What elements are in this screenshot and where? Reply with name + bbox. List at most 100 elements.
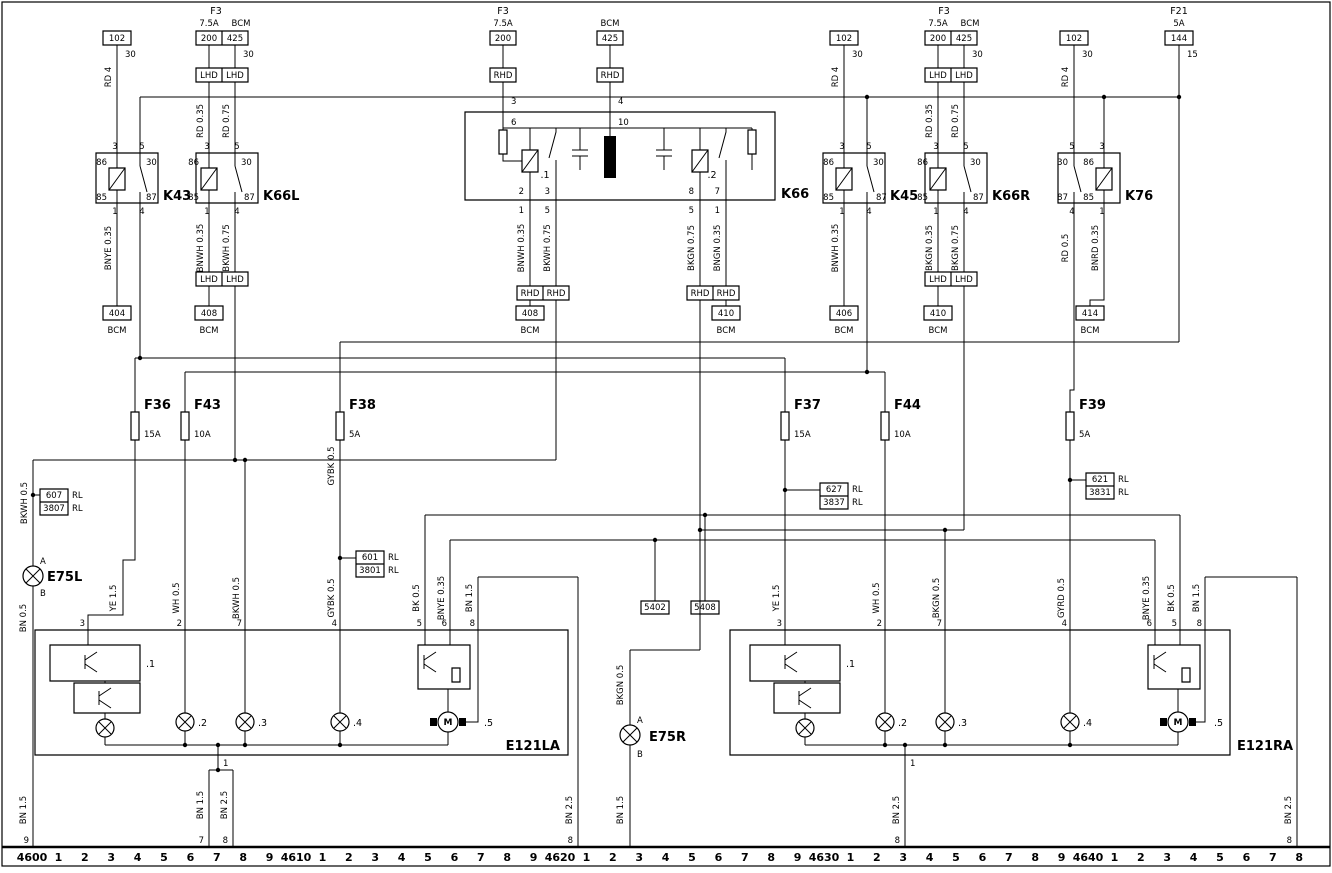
lhd-tag: LHD (929, 71, 947, 81)
rail-number: 7 (213, 851, 221, 864)
terminal-30: 30 (243, 50, 254, 60)
rail-number: 2 (873, 851, 881, 864)
rail-number: 5 (1216, 851, 1224, 864)
lhd-tag: LHD (955, 275, 973, 285)
fuse-header-bcm: BCM (232, 19, 251, 29)
pin: 87 (1057, 193, 1068, 203)
pin: 85 (96, 193, 107, 203)
terminal-30: 30 (852, 50, 863, 60)
lhd-tag: LHD (226, 71, 244, 81)
rail-number: 5 (952, 851, 960, 864)
rl-tag: RL (72, 491, 83, 501)
rail-number: 5 (688, 851, 696, 864)
connector-200: 200 (930, 34, 946, 44)
wire-label: BKGN 0.75 (951, 225, 961, 271)
ground-pin-ticks: 9 7 8 8 8 8 (24, 836, 1292, 846)
lamp-symbols (22, 565, 1189, 746)
wire-gauge-labels-bottom: BN 0.5 BN 1.5 BN 1.5 BN 2.5 BN 2.5 BN 1.… (19, 604, 1294, 824)
bcm-tag: BCM (835, 326, 854, 336)
wire-label: BNWH 0.35 (196, 224, 206, 273)
relay-k66l-label: K66L (263, 189, 299, 204)
pin: 3 (839, 142, 844, 152)
ref-3837: 3837 (823, 498, 845, 508)
fuse-labels: F36 15A F43 10A F38 5A F37 15A F44 10A F… (144, 398, 1106, 440)
fuse-header-rating: 5A (1173, 19, 1184, 29)
rail-number: 7 (1269, 851, 1277, 864)
relay-k66r-label: K66R (992, 189, 1030, 204)
pin: 85 (917, 193, 928, 203)
wire-label: RD 0.35 (925, 104, 935, 138)
pin: 87 (244, 193, 255, 203)
sub-3: .3 (958, 718, 967, 729)
rail-number: 8 (1295, 851, 1303, 864)
bcm-tag: BCM (929, 326, 948, 336)
k66-section-2: .2 (707, 170, 716, 181)
pin: 1 (112, 207, 117, 217)
wire-label: BK 0.5 (1167, 584, 1177, 612)
rail-number: 1 (583, 851, 591, 864)
sub-2: .2 (898, 718, 907, 729)
wire-label: BNYE 0.35 (104, 226, 114, 270)
fuse-f36-rating: 15A (144, 430, 161, 440)
fuse-f36: F36 (144, 398, 171, 413)
rl-tag: RL (852, 498, 863, 508)
rail-number: 6 (1243, 851, 1251, 864)
pin: 30 (1057, 158, 1068, 168)
wire-gauge-labels-lower: BKWH 0.5 GYBK 0.5 YE 1.5 WH 0.5 BKWH 0.5… (20, 447, 1202, 706)
pin: 30 (241, 158, 252, 168)
connector-102: 102 (1066, 34, 1082, 44)
rail-number: 1 (55, 851, 63, 864)
pin: 8 (568, 836, 573, 846)
sub-5: .5 (1214, 718, 1223, 729)
pin: 5 (689, 206, 694, 216)
wiring-fuse-nets (32, 342, 1298, 847)
rail-number: 5 (424, 851, 432, 864)
wire-label: RD 4 (831, 67, 841, 88)
pin: 87 (146, 193, 157, 203)
pin: 5 (1069, 142, 1074, 152)
connector-425: 425 (956, 34, 972, 44)
wire-label: GYBK 0.5 (327, 579, 337, 618)
rail-number: 4630 (809, 851, 840, 864)
lhd-tag: LHD (955, 71, 973, 81)
pin: 4 (1062, 619, 1067, 629)
rail-number: 1 (847, 851, 855, 864)
relay-k66-label: K66 (781, 187, 809, 202)
rail-number: 4 (398, 851, 406, 864)
rail-number: 8 (503, 851, 511, 864)
pin: 86 (917, 158, 928, 168)
wire-label: BN 1.5 (19, 796, 29, 824)
terminal-15: 15 (1187, 50, 1198, 60)
rail-number: 7 (1005, 851, 1013, 864)
rail-number: 9 (266, 851, 274, 864)
pin: 7 (937, 619, 942, 629)
fuse-f39: F39 (1079, 398, 1106, 413)
pin: 1 (910, 759, 915, 769)
wire-label: RD 0.5 (1061, 234, 1071, 263)
k66-section-1: .1 (540, 170, 549, 181)
wire-label: BN 1.5 (1192, 584, 1202, 612)
rail-number: 9 (1058, 851, 1066, 864)
relay-k43-label: K43 (163, 189, 191, 204)
ref-627: 627 (826, 485, 842, 495)
top-fuse-headers: F3 7.5A BCM F3 7.5A BCM F3 7.5A BCM F21 … (199, 6, 1187, 29)
pin: 2 (877, 619, 882, 629)
sub-3: .3 (258, 718, 267, 729)
wire-label: BNGN 0.35 (713, 225, 723, 272)
rl-tag: RL (72, 504, 83, 514)
fuse-header-rating: 7.5A (493, 19, 513, 29)
wire-label: BNWH 0.35 (517, 224, 527, 273)
pin: 86 (188, 158, 199, 168)
connector-102: 102 (836, 34, 852, 44)
wire-label: BKWH 0.5 (232, 577, 242, 619)
connector-102: 102 (109, 34, 125, 44)
module-e121ra-label: E121RA (1237, 739, 1293, 754)
pin: 1 (839, 207, 844, 217)
rail-number: 2 (1137, 851, 1145, 864)
pin: 1 (223, 759, 228, 769)
wire-label: BN 2.5 (565, 796, 575, 824)
sub-5: .5 (484, 718, 493, 729)
lhd-tag: LHD (929, 275, 947, 285)
